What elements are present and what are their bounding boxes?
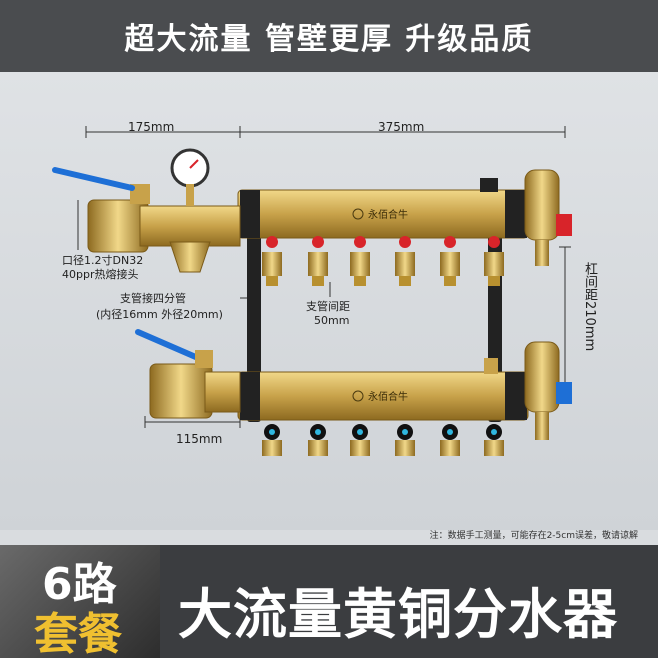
top-valve-1 xyxy=(262,236,282,286)
footer-title: 大流量黄铜分水器 xyxy=(178,583,618,646)
dim-bar-spacing: 杠间距210mm xyxy=(582,262,597,352)
headline-banner: 超大流量 管壁更厚 升级品质 xyxy=(0,0,658,72)
top-valve-2 xyxy=(308,236,328,286)
inlet-fit-label: 40ppr热熔接头 xyxy=(62,268,139,281)
badge-line2: 套餐 xyxy=(34,609,122,658)
bottom-valve-4 xyxy=(395,424,415,456)
bottom-valve-2 xyxy=(308,424,328,456)
bottom-valve-5 xyxy=(440,424,460,456)
dim-bottom-left: 115mm xyxy=(176,432,223,446)
inlet-size-label: 口径1.2寸DN32 xyxy=(62,254,144,267)
bottom-valve-6 xyxy=(484,424,504,456)
top-valve-6 xyxy=(484,236,504,286)
headline: 超大流量 管壁更厚 升级品质 xyxy=(124,22,534,57)
footer-badge xyxy=(0,545,160,658)
top-manifold xyxy=(237,169,572,266)
spacing-value-label: 50mm xyxy=(314,314,350,327)
bottom-branch-valves xyxy=(262,424,504,456)
badge-line1: 6路 xyxy=(42,559,117,610)
brand-logo-bottom: 永佰合牛 xyxy=(368,390,408,403)
top-valve-5 xyxy=(440,236,460,286)
top-inlet xyxy=(52,148,241,273)
bottom-valve-1 xyxy=(262,424,282,456)
top-valve-4 xyxy=(395,236,415,286)
spacing-title-label: 支管间距 xyxy=(306,300,350,313)
product-stage: 永佰合牛 永佰合牛 175mm 375mm 115mm 杠间距210mm 口径1… xyxy=(0,72,658,530)
dim-top-left: 175mm xyxy=(128,120,175,134)
dim-top-right: 375mm xyxy=(378,120,425,134)
bottom-manifold xyxy=(237,341,572,440)
brand-logo-top: 永佰合牛 xyxy=(368,208,408,221)
branch-title-label: 支管接四分管 xyxy=(120,292,186,305)
brand-logos: 永佰合牛 永佰合牛 xyxy=(352,208,408,403)
top-valve-3 xyxy=(350,236,370,286)
bottom-inlet xyxy=(135,329,241,419)
measurement-note: 注：数据手工测量，可能存在2-5cm误差，敬请谅解 xyxy=(429,531,638,541)
top-branch-valves xyxy=(262,236,504,286)
manifold-illustration: 永佰合牛 永佰合牛 xyxy=(52,126,572,456)
bottom-valve-3 xyxy=(350,424,370,456)
branch-sizes-label: (内径16mm 外径20mm) xyxy=(96,308,223,321)
